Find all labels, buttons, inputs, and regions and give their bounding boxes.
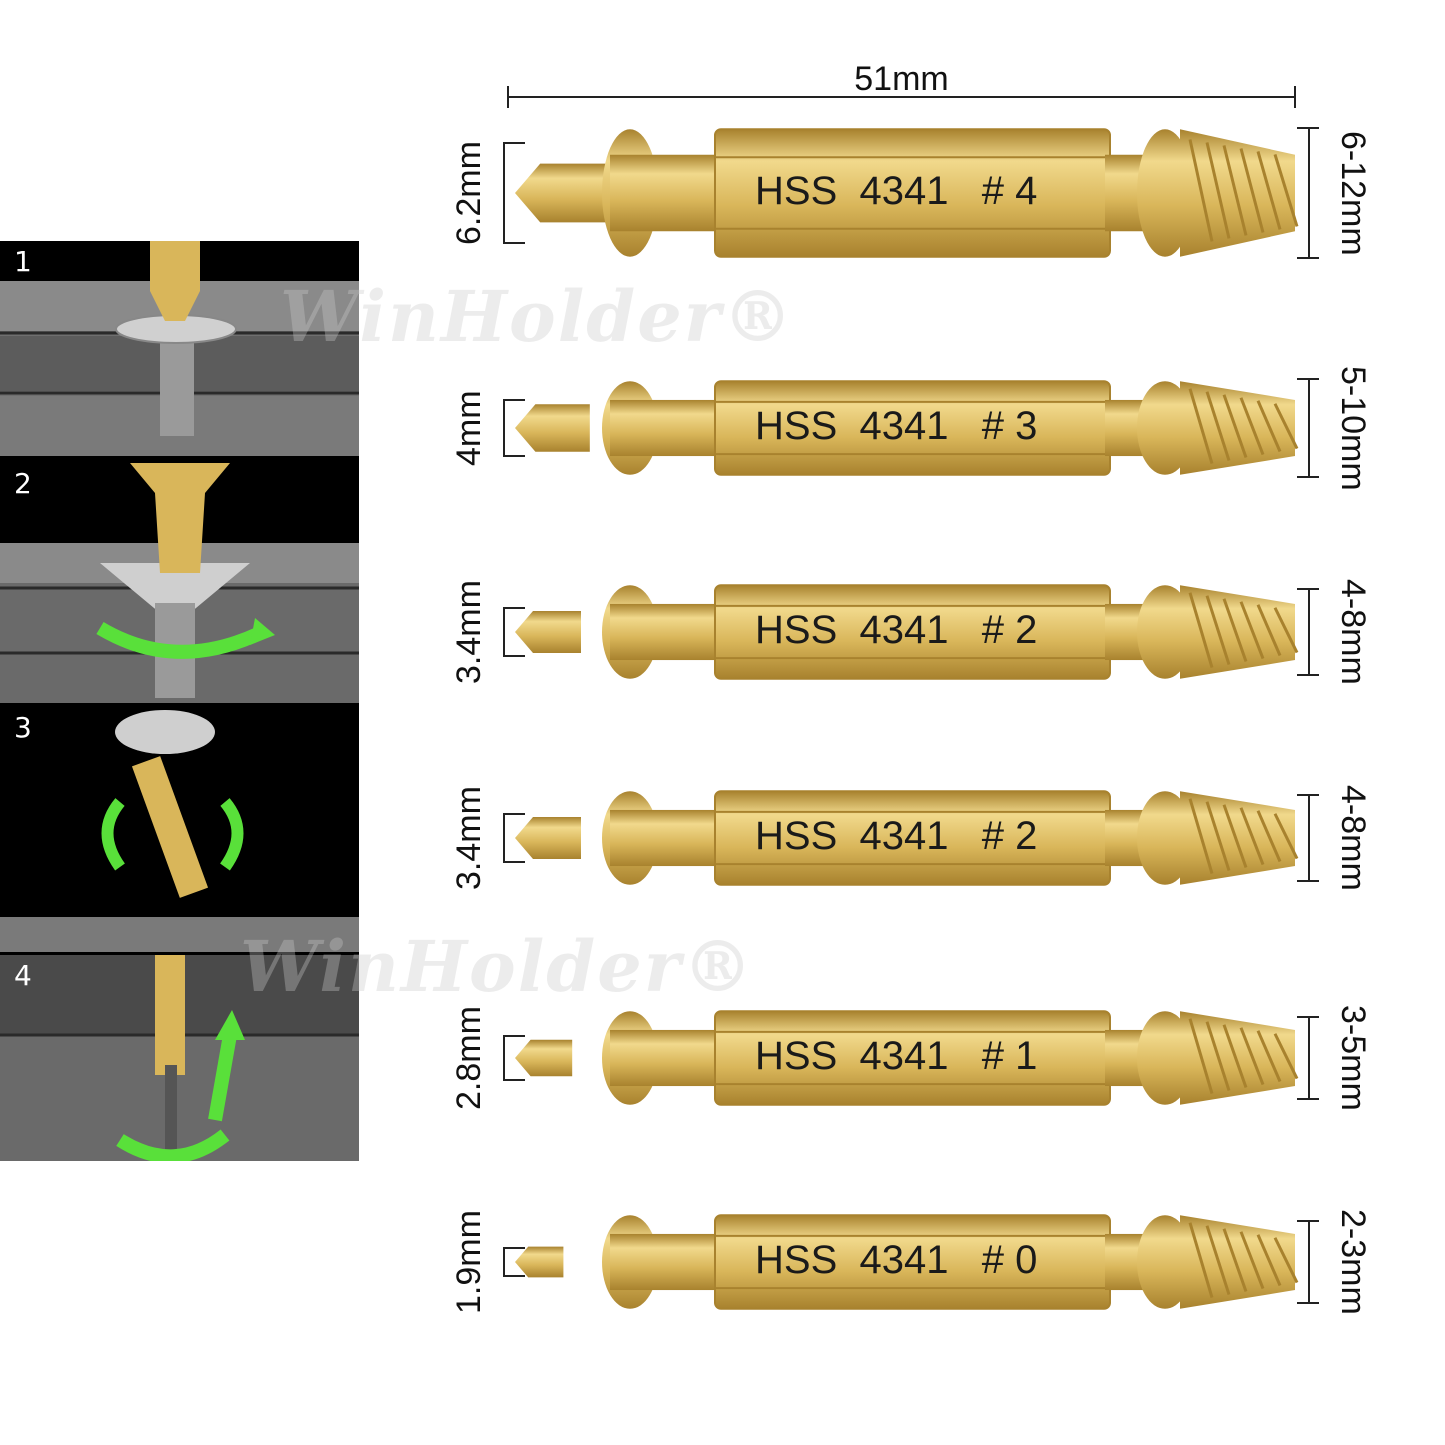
wood-planks-image [0, 463, 359, 703]
drill-size-bracket [503, 1035, 505, 1081]
step-4-panel: 4 [0, 955, 359, 1161]
extractor-tip [1180, 1215, 1295, 1309]
bracket-cap [1297, 476, 1319, 478]
drill-size-label: 1.9mm [450, 1210, 488, 1314]
extract-range-bracket [1308, 1016, 1310, 1100]
bracket-cap [503, 861, 525, 863]
bracket-cap [503, 813, 525, 815]
bracket-cap [1297, 1220, 1319, 1222]
bracket-cap [503, 1275, 525, 1277]
bracket-cap [1297, 880, 1319, 882]
step-number: 3 [14, 711, 32, 744]
bit-engraving-label: HSS 4341 # 4 [755, 169, 1038, 213]
bracket-cap [503, 242, 525, 244]
extractor-tip [1180, 585, 1295, 679]
drill-size-label: 4mm [450, 390, 488, 466]
step-number: 4 [14, 959, 32, 992]
dimension-cap [507, 86, 509, 108]
overall-length-label: 51mm [854, 60, 949, 98]
drill-size-bracket [503, 399, 505, 457]
drill-size-label: 3.4mm [450, 786, 488, 890]
bracket-cap [1297, 257, 1319, 259]
bracket-cap [503, 655, 525, 657]
bit-drawing [515, 1214, 1299, 1310]
bracket-cap [1297, 588, 1319, 590]
bit-drawing [515, 1010, 1299, 1106]
dimension-cap [1294, 86, 1296, 108]
bit-drawing [515, 380, 1299, 476]
bracket-cap [503, 607, 525, 609]
wood-planks-image [0, 241, 359, 456]
watermark-text: WinHolder® [240, 925, 755, 1008]
step-number: 1 [14, 245, 32, 278]
bracket-cap [1297, 794, 1319, 796]
bit-drawing [515, 128, 1299, 258]
drill-size-label: 2.8mm [450, 1006, 488, 1110]
bit-engraving-label: HSS 4341 # 3 [755, 404, 1038, 448]
bracket-cap [503, 399, 525, 401]
extractor-tip [1180, 1011, 1295, 1105]
extract-range-label: 3-5mm [1334, 1005, 1372, 1111]
overall-length-dimension: 51mm [507, 60, 1296, 108]
bracket-cap [503, 1247, 525, 1249]
drill-tip [515, 817, 581, 859]
watermark-text: WinHolder® [280, 275, 795, 358]
bracket-cap [1297, 127, 1319, 129]
wood-planks-image [0, 955, 359, 1161]
extract-range-bracket [1308, 794, 1310, 882]
bracket-cap [1297, 1098, 1319, 1100]
drill-tip [515, 611, 581, 653]
drill-size-bracket [503, 813, 505, 863]
drill-tip [515, 1039, 573, 1077]
drill-tip [515, 404, 590, 452]
extractor-tip [1180, 381, 1295, 475]
bracket-cap [503, 455, 525, 457]
extract-range-label: 4-8mm [1334, 579, 1372, 685]
dimension-line [507, 96, 1296, 98]
drill-size-label: 3.4mm [450, 580, 488, 684]
wood-planks-image [0, 710, 359, 952]
extract-range-bracket [1308, 127, 1310, 259]
bracket-cap [1297, 674, 1319, 676]
bit-drawing [515, 584, 1299, 680]
usage-steps-panel: 1 2 3 [0, 241, 359, 1161]
drill-size-bracket [503, 1247, 505, 1277]
step-1-panel: 1 [0, 241, 359, 459]
drill-size-bracket [503, 142, 505, 244]
bit-engraving-label: HSS 4341 # 1 [755, 1034, 1038, 1078]
drill-size-label: 6.2mm [450, 141, 488, 245]
extractor-bit: HSS 4341 # 3 [500, 373, 1360, 483]
extractor-tip [1180, 129, 1295, 257]
extract-range-bracket [1308, 378, 1310, 478]
drill-size-bracket [503, 607, 505, 657]
drill-tip [515, 1246, 564, 1278]
bit-engraving-label: HSS 4341 # 2 [755, 608, 1038, 652]
drill-tip [515, 163, 608, 223]
bit-drawing [515, 790, 1299, 886]
extract-range-label: 2-3mm [1334, 1209, 1372, 1315]
bracket-cap [503, 142, 525, 144]
step-number: 2 [14, 467, 32, 500]
bracket-cap [503, 1035, 525, 1037]
bracket-cap [1297, 1302, 1319, 1304]
bracket-cap [1297, 1016, 1319, 1018]
bracket-cap [503, 1079, 525, 1081]
extract-range-bracket [1308, 588, 1310, 676]
step-3-panel: 3 [0, 707, 359, 952]
extract-range-label: 4-8mm [1334, 785, 1372, 891]
extractor-bit: HSS 4341 # 0 [500, 1207, 1360, 1317]
bit-engraving-label: HSS 4341 # 2 [755, 814, 1038, 858]
extract-range-bracket [1308, 1220, 1310, 1304]
bit-engraving-label: HSS 4341 # 0 [755, 1238, 1038, 1282]
extractor-bit: HSS 4341 # 4 [500, 118, 1360, 268]
extractor-bit: HSS 4341 # 2 [500, 783, 1360, 893]
extractor-bit: HSS 4341 # 2 [500, 577, 1360, 687]
extractor-bit: HSS 4341 # 1 [500, 1003, 1360, 1113]
extract-range-label: 6-12mm [1334, 130, 1372, 256]
bracket-cap [1297, 378, 1319, 380]
extract-range-label: 5-10mm [1334, 365, 1372, 491]
step-2-panel: 2 [0, 463, 359, 703]
extractor-tip [1180, 791, 1295, 885]
